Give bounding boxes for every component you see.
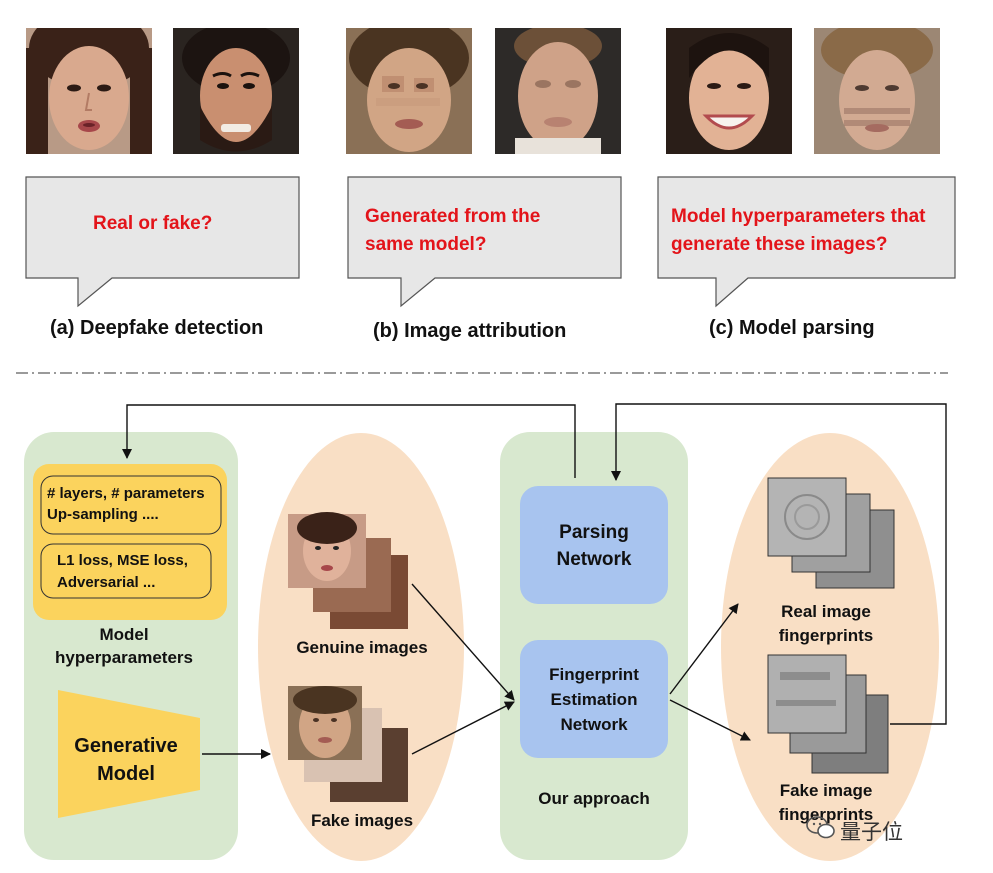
speech-bubble-a — [25, 176, 300, 308]
feedback-line-to-hyperparameters — [122, 404, 576, 478]
question-a: Real or fake? — [93, 213, 213, 234]
question-c: Model hyperparameters that generate thes… — [671, 206, 926, 255]
wechat-icon — [806, 816, 835, 839]
real-face-man — [173, 28, 299, 154]
fake-fingerprints-label: Fake image fingerprints — [778, 781, 874, 824]
generated-face-4 — [814, 28, 940, 154]
arrow-estimation-to-real-fp — [669, 603, 739, 695]
fake-images-label: Fake images — [310, 811, 414, 830]
our-approach-label: Our approach — [538, 789, 650, 808]
arrow-genuine-to-estimation — [411, 583, 515, 701]
speech-bubble-c — [657, 176, 956, 308]
real-face-woman — [26, 28, 152, 154]
architecture-text: # layers, # parameters Up-sampling .... — [47, 485, 205, 523]
arrow-estimation-to-fake-fp — [669, 699, 751, 741]
fingerprint-network-label: Fingerprint Estimation Network — [549, 665, 639, 734]
loss-text: L1 loss, MSE loss, Adversarial ... — [57, 552, 188, 591]
arrow-fake-to-estimation — [411, 701, 515, 755]
watermark-text: 量子位 — [840, 820, 903, 844]
question-b: Generated from the same model? — [365, 206, 541, 255]
generative-model-label: Generative Model — [74, 735, 178, 785]
generative-model-shape — [58, 690, 200, 818]
loss-subbox — [40, 543, 212, 599]
architecture-subbox — [40, 475, 222, 535]
caption-model-parsing: (c) Model parsing — [709, 317, 875, 339]
generated-face-2 — [495, 28, 621, 154]
parsing-network-label: Parsing Network — [556, 522, 632, 570]
feedback-line-to-parsing — [611, 403, 947, 725]
real-fingerprints-label: Real image fingerprints — [778, 602, 874, 645]
model-hyperparameters-label: Model hyperparameters — [55, 625, 193, 667]
genuine-images-label: Genuine images — [296, 638, 428, 657]
parsing-network-box — [520, 486, 668, 604]
caption-deepfake-detection: (a) Deepfake detection — [50, 317, 264, 339]
speech-bubble-b — [347, 176, 622, 308]
generated-face-1 — [346, 28, 472, 154]
caption-image-attribution: (b) Image attribution — [373, 320, 567, 342]
fingerprint-network-box — [520, 640, 668, 758]
generated-face-3 — [666, 28, 792, 154]
